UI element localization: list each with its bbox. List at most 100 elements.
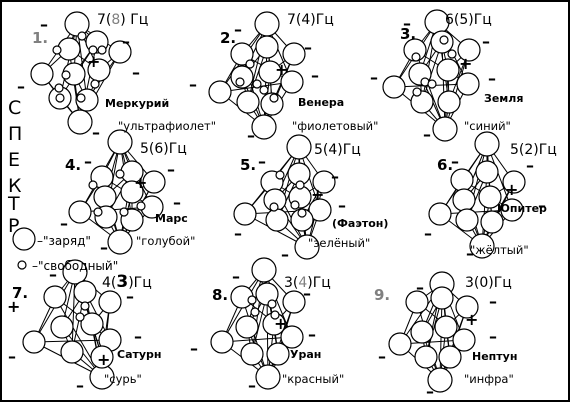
charge-circle [388, 332, 412, 356]
charge-circle [474, 131, 500, 157]
charge-circle [60, 340, 84, 364]
free-circle [275, 170, 285, 180]
freq-part: 2 [524, 142, 533, 158]
color-name: "сурь" [104, 372, 142, 386]
free-circle [76, 93, 86, 103]
color-name: "ультрафиолет" [118, 119, 216, 133]
charge-circle [427, 367, 453, 393]
minus-sign: – [100, 238, 108, 257]
charge-circle [455, 295, 479, 319]
free-circle [447, 49, 457, 59]
minus-sign: – [538, 196, 546, 215]
minus-sign: – [190, 339, 198, 358]
freq-part: 5( [314, 142, 328, 158]
free-circle [269, 93, 279, 103]
charge-circle [30, 62, 54, 86]
charge-circle [87, 58, 111, 82]
plus-sign: + [7, 297, 20, 316]
free-circle [77, 31, 87, 41]
free-circle [80, 301, 90, 311]
panel-frequency: 5(6)Гц [140, 141, 187, 157]
plus-sign: + [505, 180, 518, 199]
charge-circle [251, 114, 277, 140]
free-circle [297, 208, 307, 218]
panel-number: 3. [400, 25, 416, 43]
charge-circle [280, 325, 304, 349]
minus-sign: – [234, 20, 242, 39]
charge-circle [457, 38, 481, 62]
freq-part: )Гц [337, 142, 361, 158]
free-circle [55, 93, 65, 103]
charge-circle [405, 290, 429, 314]
color-name: "зелёный" [308, 236, 370, 250]
charge-circle [236, 90, 260, 114]
minus-sign: – [122, 32, 130, 51]
minus-sign: – [423, 125, 431, 144]
freq-part: 4 [328, 142, 337, 158]
plus-sign: + [134, 173, 147, 192]
minus-sign: – [76, 376, 84, 395]
charge-circle [312, 170, 336, 194]
free-circles [52, 31, 457, 322]
free-circle [52, 45, 62, 55]
color-name: "инфра" [464, 372, 514, 386]
charge-circle [450, 168, 474, 192]
freq-part: 5( [510, 142, 524, 158]
free-circle [88, 45, 98, 55]
panel-number: 8. [212, 286, 228, 304]
minus-sign: – [370, 68, 378, 87]
free-circle [235, 77, 245, 87]
minus-sign: – [338, 196, 346, 215]
freq-part: 5 [459, 12, 468, 28]
freq-part: 7( [287, 12, 301, 28]
minus-sign: – [247, 126, 255, 145]
panel-number: 1. [32, 29, 48, 47]
charge-circle [437, 90, 461, 114]
panel-frequency: 7(4)Гц [287, 12, 334, 28]
structure-line [444, 49, 470, 130]
plus-sign: + [274, 314, 287, 333]
panel-number: 7. [12, 284, 28, 302]
freq-part: )Гц [128, 275, 152, 291]
charge-circle [469, 233, 495, 259]
plus-sign: + [275, 60, 288, 79]
freq-part: 4 [298, 275, 307, 291]
free-circle [75, 312, 85, 322]
panel-number: 5. [240, 156, 256, 174]
free-circle [245, 59, 255, 69]
freq-part: )Гц [488, 275, 512, 291]
charge-circles [22, 9, 526, 393]
color-name: "голубой" [136, 234, 195, 248]
minus-sign: – [84, 152, 92, 171]
structure-line [241, 296, 269, 378]
planet-name: (Фаэтон) [332, 217, 388, 230]
freq-part: 4( [102, 275, 116, 291]
freq-part: 7( [97, 12, 111, 28]
freq-part: 3( [465, 275, 479, 291]
free-circle [88, 180, 98, 190]
charge-circle [414, 345, 438, 369]
minus-sign: – [303, 284, 311, 303]
minus-sign: – [134, 327, 142, 346]
plus-sign: + [97, 350, 110, 369]
minus-sign: – [526, 156, 534, 175]
charge-circle [255, 35, 279, 59]
freq-part: 6 [154, 141, 163, 157]
panel-frequency: 3(4)Гц [284, 275, 331, 291]
charge-circle [438, 345, 462, 369]
charge-circle [500, 198, 524, 222]
minus-sign: – [488, 69, 496, 88]
charge-circle [478, 185, 502, 209]
minus-sign: – [308, 325, 316, 344]
charge-circle [436, 58, 460, 82]
charge-circle [208, 80, 232, 104]
text-layer: +–––––1.7(8) ГцМеркурий"ультрафиолет"+––… [7, 12, 557, 400]
minus-sign: – [248, 376, 256, 395]
minus-sign: – [189, 75, 197, 94]
planet-name: Меркурий [105, 97, 169, 110]
charge-circle [254, 11, 280, 37]
charge-circle [251, 257, 277, 283]
free-circle [54, 83, 64, 93]
free-circle [115, 169, 125, 179]
charge-circle [286, 134, 312, 160]
